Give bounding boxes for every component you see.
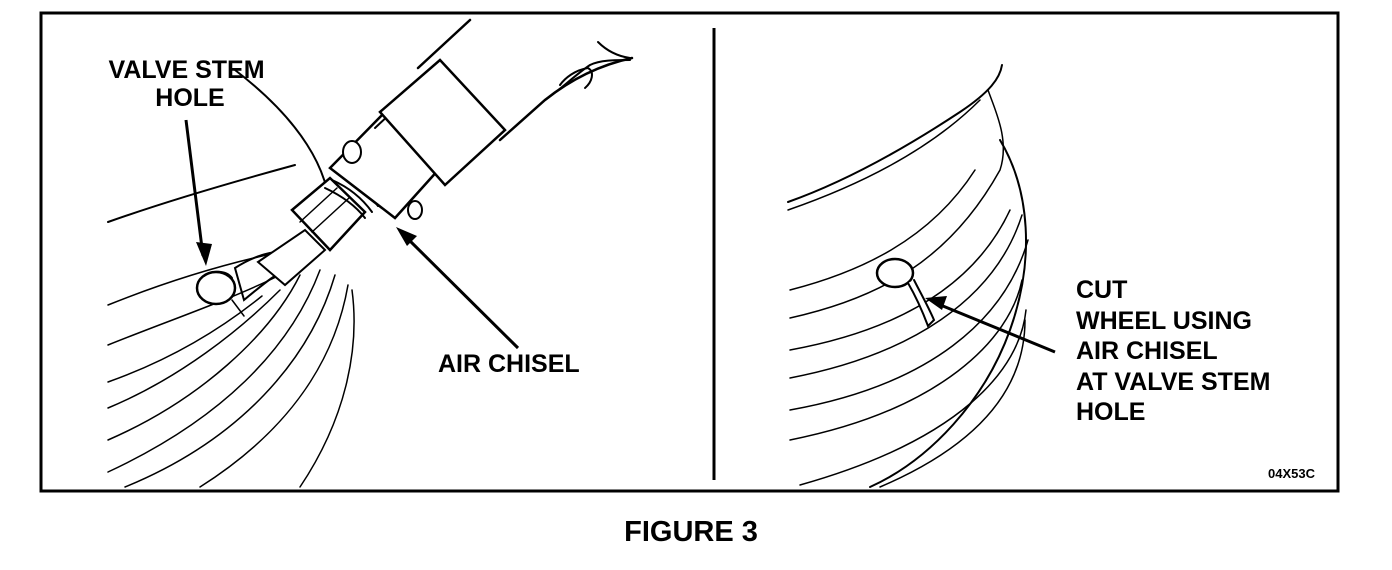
cut-instruction-label: CUT WHEEL USING AIR CHISEL AT VALVE STEM… [1076,276,1277,426]
right-panel-drawing [787,64,1029,488]
left-panel-arrows [184,119,520,350]
cut-arrow [937,302,1056,354]
valve-stem-hole-arrow [184,119,205,257]
left-panel-drawing [107,18,634,488]
air-chisel-arrow [403,234,520,350]
figure-caption: FIGURE 3 [624,516,758,548]
figure-code: 04X53C [1268,466,1316,481]
air-chisel-tool [256,18,634,287]
figure-border [39,11,1340,493]
valve-stem-hole-label: VALVE STEM HOLE [109,56,272,112]
right-panel-arrow [925,296,1056,354]
air-chisel-label: AIR CHISEL [438,350,580,378]
